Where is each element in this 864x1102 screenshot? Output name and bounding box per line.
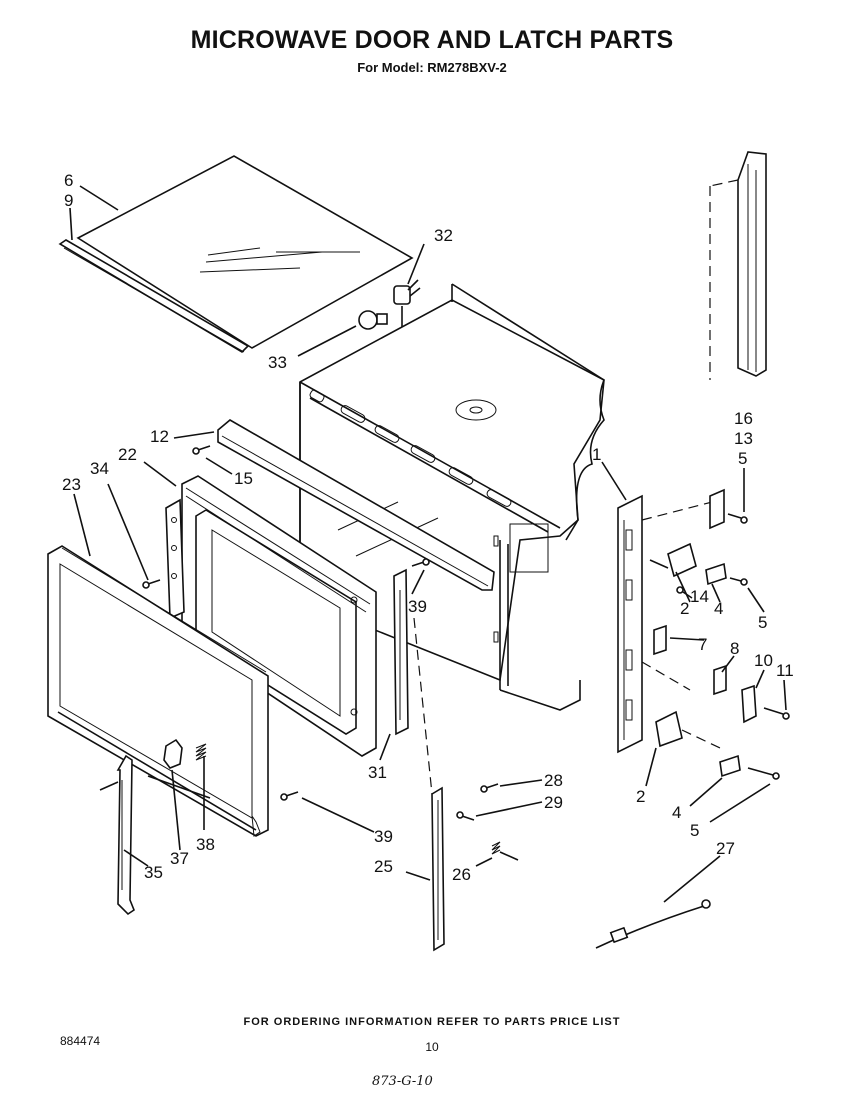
callout-5-lower: 5 xyxy=(690,821,699,840)
callout-13: 13 xyxy=(734,429,753,448)
light-bulb xyxy=(358,310,388,330)
callout-35: 35 xyxy=(144,863,163,882)
latch-actuator-lower xyxy=(655,710,721,749)
callout-1: 1 xyxy=(592,445,601,464)
callout-34: 34 xyxy=(90,459,109,478)
screw-39-lower xyxy=(280,791,299,801)
wire-harness xyxy=(595,899,711,949)
callout-14: 14 xyxy=(690,587,709,606)
door-top-trim xyxy=(217,419,495,591)
callout-4-upper: 4 xyxy=(714,599,723,618)
callout-28: 28 xyxy=(544,771,563,790)
callout-32: 32 xyxy=(434,226,453,245)
document-number: 884474 xyxy=(60,1034,101,1048)
door-outer-panel xyxy=(47,545,269,837)
screw-34 xyxy=(142,579,161,589)
insulator-7 xyxy=(653,624,667,656)
callout-15: 15 xyxy=(234,469,253,488)
switch-4-lower xyxy=(719,754,741,778)
model-subtitle: For Model: RM278BXV-2 xyxy=(357,60,507,75)
callout-10: 10 xyxy=(754,651,773,670)
callout-2-upper: 2 xyxy=(680,599,689,618)
screw-29 xyxy=(456,811,475,821)
latch-actuator-upper xyxy=(649,542,697,578)
leader-lines xyxy=(69,185,787,903)
side-channel-strip xyxy=(709,151,767,380)
screw-28 xyxy=(480,783,499,793)
screw-39-upper xyxy=(411,558,430,567)
callout-23: 23 xyxy=(62,475,81,494)
page-number: 10 xyxy=(425,1040,439,1054)
callout-25: 25 xyxy=(374,857,393,876)
callout-29: 29 xyxy=(544,793,563,812)
callout-26: 26 xyxy=(452,865,471,884)
callout-31: 31 xyxy=(368,763,387,782)
callout-22: 22 xyxy=(118,445,137,464)
latch-spring xyxy=(195,743,207,761)
latch-mounting-plate xyxy=(617,494,721,754)
callout-labels: 6 9 32 33 12 15 22 34 23 39 31 38 37 35 … xyxy=(62,171,794,884)
callout-38: 38 xyxy=(196,835,215,854)
glass-trim-strip xyxy=(58,239,250,354)
page-title: MICROWAVE DOOR AND LATCH PARTS xyxy=(190,26,674,54)
glass-panel xyxy=(76,155,414,349)
switch-4-upper xyxy=(705,562,727,586)
latch-lever xyxy=(99,754,135,916)
callout-4-lower: 4 xyxy=(672,803,681,822)
callout-8: 8 xyxy=(730,639,739,658)
switch-13 xyxy=(709,488,748,530)
door-hinge-plate xyxy=(165,498,185,620)
callout-7: 7 xyxy=(698,635,707,654)
bracket-10 xyxy=(741,684,790,724)
latch-lever-arm xyxy=(147,738,211,799)
latch-bar xyxy=(413,617,445,952)
screw-5-lower xyxy=(747,767,780,780)
screw-5-upper xyxy=(729,577,748,586)
callout-39-lower: 39 xyxy=(374,827,393,846)
handwritten-note: 873-G-10 xyxy=(372,1074,433,1089)
callout-5-mid: 5 xyxy=(758,613,767,632)
callout-27: 27 xyxy=(716,839,735,858)
callout-39-upper: 39 xyxy=(408,597,427,616)
callout-12: 12 xyxy=(150,427,169,446)
callout-16: 16 xyxy=(734,409,753,428)
callout-11: 11 xyxy=(776,661,794,680)
callout-6: 6 xyxy=(64,171,73,190)
ordering-note: FOR ORDERING INFORMATION REFER TO PARTS … xyxy=(243,1016,621,1028)
callout-33: 33 xyxy=(268,353,287,372)
switch-8 xyxy=(713,664,727,696)
callout-37: 37 xyxy=(170,849,189,868)
callout-5-top: 5 xyxy=(738,449,747,468)
screw-15 xyxy=(192,445,211,455)
callout-2-lower: 2 xyxy=(636,787,645,806)
latch-spring-26 xyxy=(491,841,519,861)
callout-9: 9 xyxy=(64,191,73,210)
door-stop-bar xyxy=(393,568,409,736)
